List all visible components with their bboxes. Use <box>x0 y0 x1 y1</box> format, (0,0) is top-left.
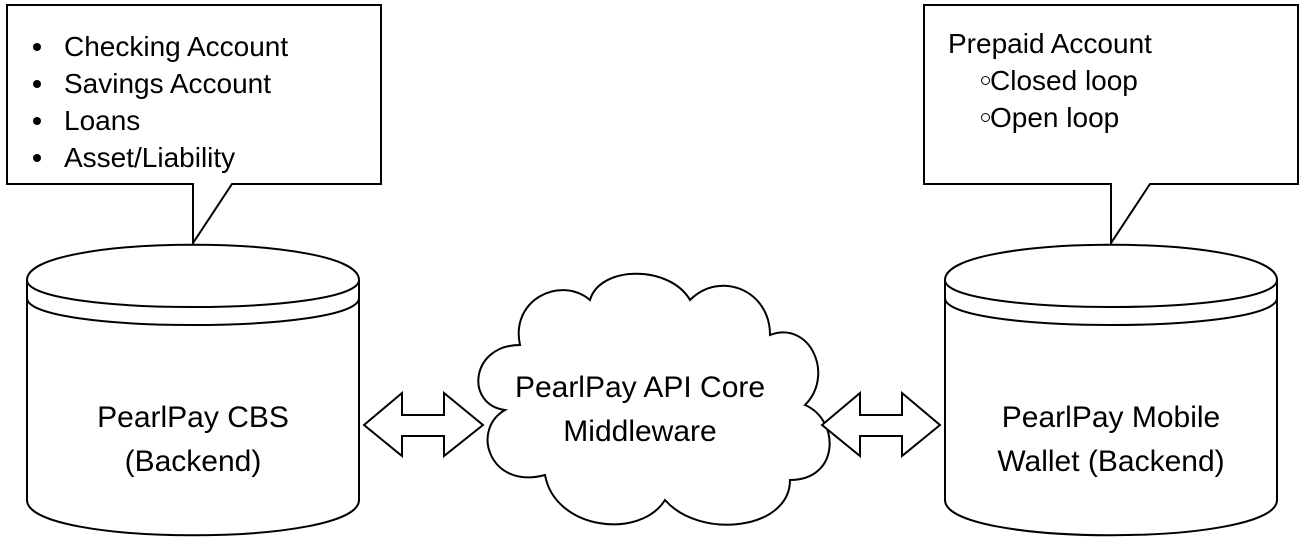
cbs-label-line1: PearlPay CBS <box>97 401 289 434</box>
right-callout-shape <box>923 4 1299 247</box>
middleware-label-line1: PearlPay API Core <box>514 371 766 404</box>
middleware-label: PearlPay API Core Middleware <box>465 366 815 454</box>
wallet-label-line1: PearlPay Mobile <box>1001 401 1221 434</box>
left-callout-shape <box>6 4 382 247</box>
left-double-arrow <box>362 390 485 459</box>
cbs-cylinder <box>26 243 360 537</box>
right-double-arrow <box>820 390 942 459</box>
middleware-cloud <box>477 272 831 526</box>
right-callout-text: Prepaid Account Closed loop Open loop <box>948 25 1288 136</box>
cbs-label-line2: (Backend) <box>124 445 262 478</box>
list-item: Asset/Liability <box>7 139 381 176</box>
cbs-label: PearlPay CBS (Backend) <box>27 396 359 484</box>
list-item: Open loop <box>948 99 1288 136</box>
list-item: Savings Account <box>7 65 381 102</box>
wallet-label: PearlPay Mobile Wallet (Backend) <box>945 396 1277 484</box>
wallet-label-line2: Wallet (Backend) <box>997 445 1225 478</box>
list-item: Checking Account <box>7 28 381 65</box>
wallet-cylinder <box>944 243 1278 537</box>
list-item: Loans <box>7 102 381 139</box>
left-callout-list: Checking Account Savings Account Loans A… <box>7 28 381 176</box>
middleware-label-line2: Middleware <box>563 415 717 448</box>
callout-title: Prepaid Account <box>948 28 1152 59</box>
list-item: Closed loop <box>948 62 1288 99</box>
